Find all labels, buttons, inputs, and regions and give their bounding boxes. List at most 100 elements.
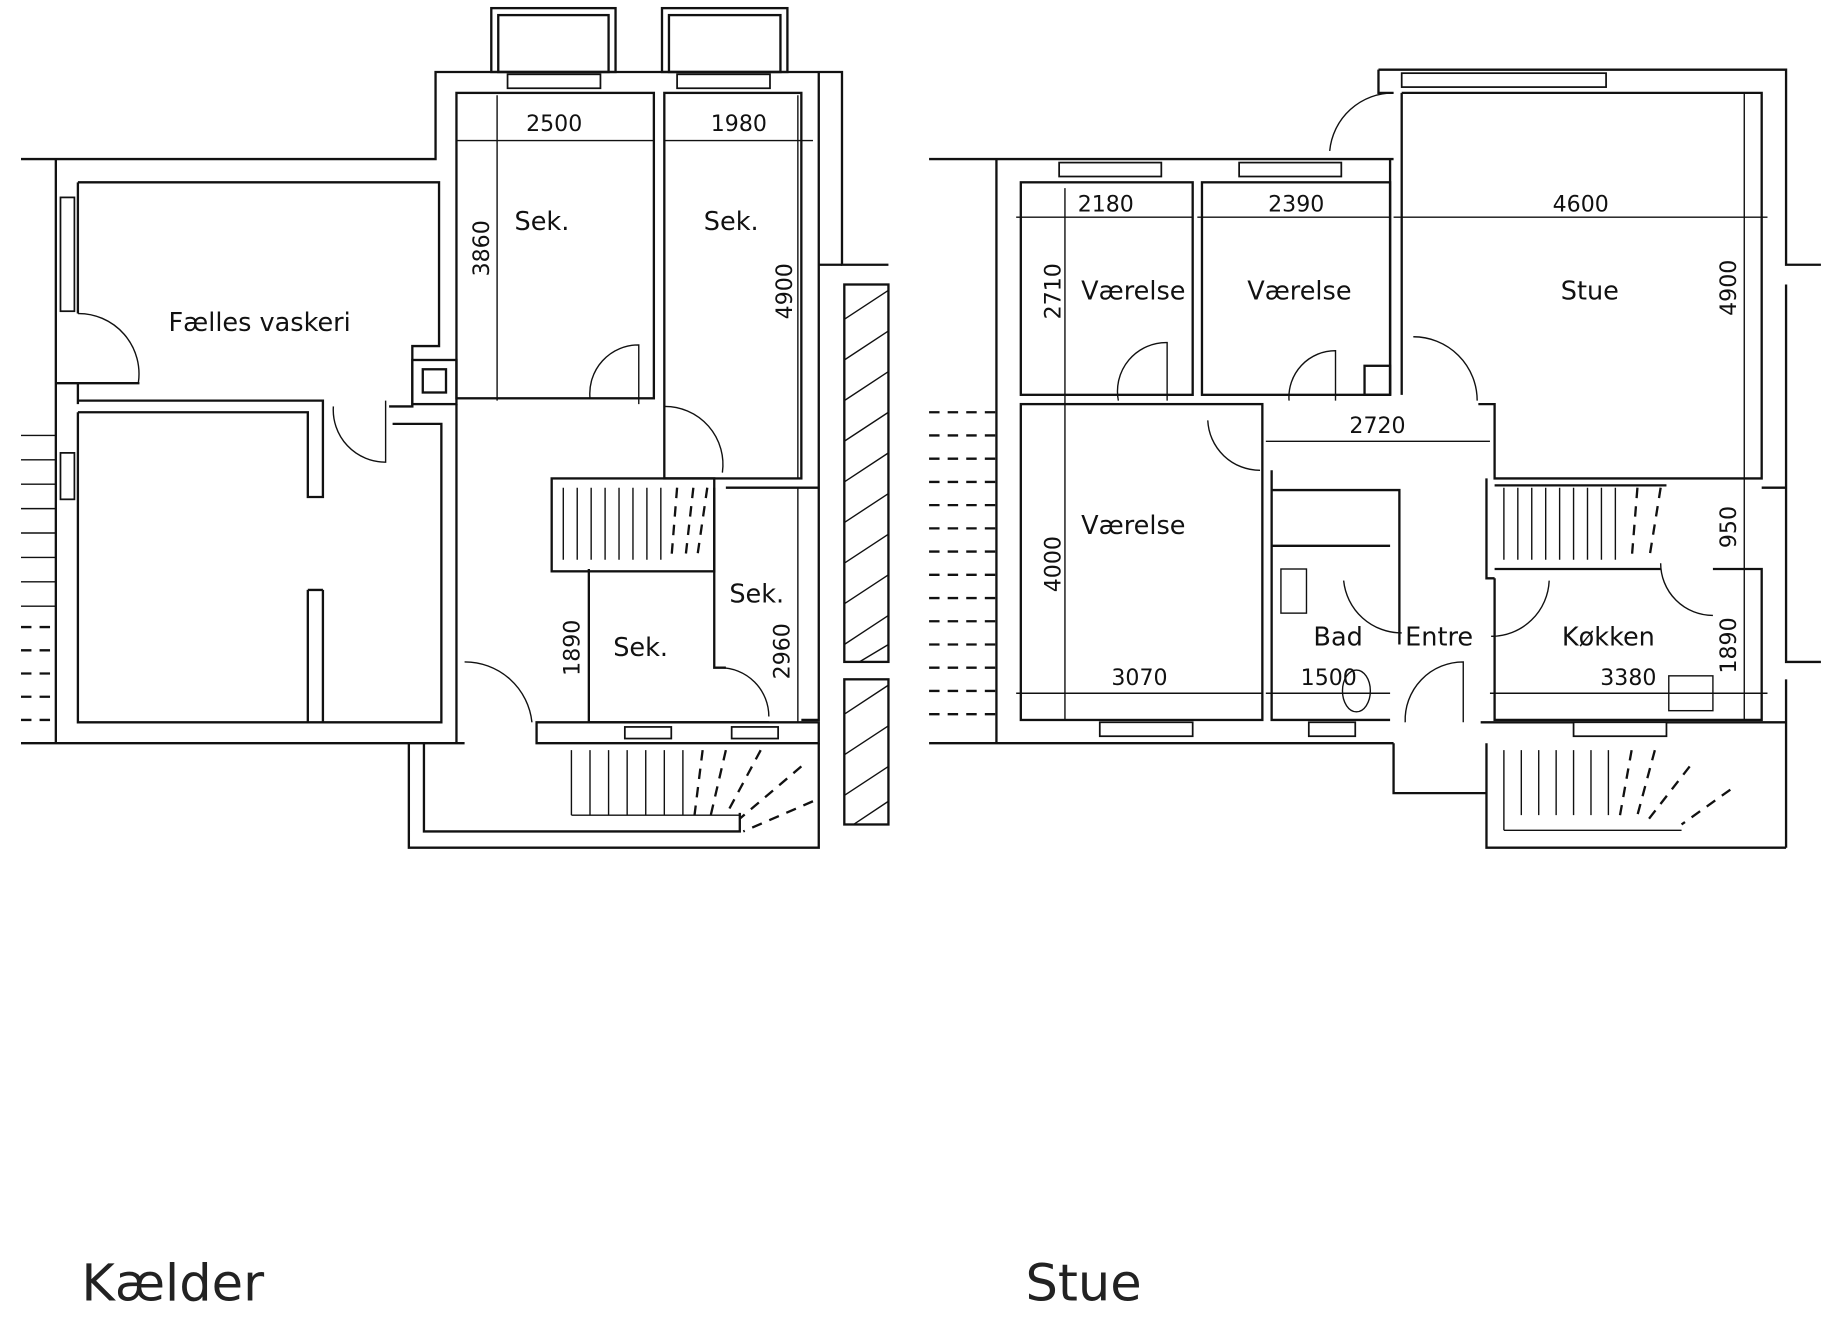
wall [76,399,443,724]
dimension-label: 4900 [1717,260,1742,316]
door-swing [77,312,140,384]
sink-icon [1280,568,1308,614]
dimension-label: 1980 [711,112,767,137]
room-wall [663,91,803,480]
balcony-inner [667,13,782,74]
dimension-label: 2710 [1041,263,1066,319]
door-swing [1659,563,1713,617]
door-swing [1491,580,1550,638]
plan-title-kaelder: Kælder [81,1255,264,1314]
terrace-lines [20,434,56,607]
dimension-label: 3380 [1600,666,1656,691]
window [59,452,76,501]
dimension-label: 3070 [1111,666,1167,691]
wall [1270,470,1401,722]
window [676,73,771,90]
terrace-lines-dashed [929,411,997,716]
door-swing [1342,580,1402,634]
window [506,73,602,90]
room-label-entre: Entre [1405,623,1473,653]
dimension-label: 4900 [773,263,798,319]
stair-steps [1503,487,1617,560]
wall [1377,69,1763,480]
window [623,726,673,740]
door-swing [664,405,724,473]
partition-wall [306,588,325,723]
outer-wall [1378,68,1821,848]
terrace-lines-dashed [20,625,56,722]
door-swing [332,400,387,463]
toilet-icon [1341,669,1372,713]
room-label-sek: Sek. [704,207,759,237]
room-label-vaerelse: Værelse [1247,277,1351,307]
wall [587,486,819,724]
dimension-label: 3860 [470,220,495,276]
window [1098,721,1194,738]
chimney [411,358,458,406]
wall [1392,721,1787,849]
chimney-inner [421,368,448,394]
door-swing [1116,341,1168,401]
neighbour-wall-hatch [843,283,890,826]
window [1400,72,1607,88]
room-label-stue: Stue [1561,277,1619,307]
dimension-label: 1890 [1717,617,1742,673]
dimension-label: 2500 [526,112,582,137]
window [59,196,76,313]
window [1572,721,1668,738]
chimney [1363,364,1392,396]
room-label-bad: Bad [1313,623,1362,653]
stair-steps-winding [1630,487,1662,560]
dimension-label: 950 [1717,506,1742,548]
dimension-label: 1890 [561,620,586,676]
stair-steps [562,487,709,560]
dimension-label: 4000 [1041,536,1066,592]
dimension-label: 2180 [1078,192,1134,217]
room-label-vaerelse: Værelse [1081,277,1185,307]
wall [1493,486,1787,722]
dimension-lines [456,95,813,723]
room-label-vaerelse: Værelse [1081,511,1185,541]
stue-plan: Værelse Værelse Stue Værelse Bad Entre K… [929,68,1821,1314]
dimension-label: 2960 [771,623,796,679]
balcony-inner [497,13,610,74]
room-wall [455,91,656,400]
stair-steps [1503,750,1682,831]
window [1307,721,1357,738]
room-label-vaskeri: Fælles vaskeri [168,308,350,338]
stair-steps-winding [693,749,814,833]
plan-title-stue: Stue [1025,1255,1141,1314]
room-wall [1019,402,1264,722]
outer-wall [20,159,465,745]
window [1058,161,1163,178]
room-label-koekken: Køkken [1562,623,1655,653]
dimension-label: 2390 [1268,192,1324,217]
door-swing [1288,349,1337,401]
window [1238,161,1343,178]
wall [77,181,441,408]
room-wall [1019,181,1194,396]
kaelder-plan: Fælles vaskeri Sek. Sek. Sek. Sek. 2500 … [20,6,890,1314]
door-swing [1413,336,1478,401]
door-swing [720,667,770,717]
stair-steps-winding [1618,749,1732,826]
room-label-sek: Sek. [515,207,570,237]
door-swing [464,661,533,723]
door-swing [1207,420,1261,471]
window [730,726,779,740]
wall [455,71,842,744]
dimension-lines [1016,92,1768,720]
dimension-label: 2720 [1349,414,1405,439]
balcony [660,6,789,74]
outer-wall [929,157,1394,745]
wall [1388,92,1403,395]
stair-steps [570,750,740,816]
room-label-sek: Sek. [613,633,668,663]
stair [1485,478,1667,580]
outer-wall [20,70,889,266]
dimension-label: 4600 [1553,192,1609,217]
door-swing [1329,92,1394,152]
door-swing [1404,661,1464,723]
outer-wall [407,743,820,849]
